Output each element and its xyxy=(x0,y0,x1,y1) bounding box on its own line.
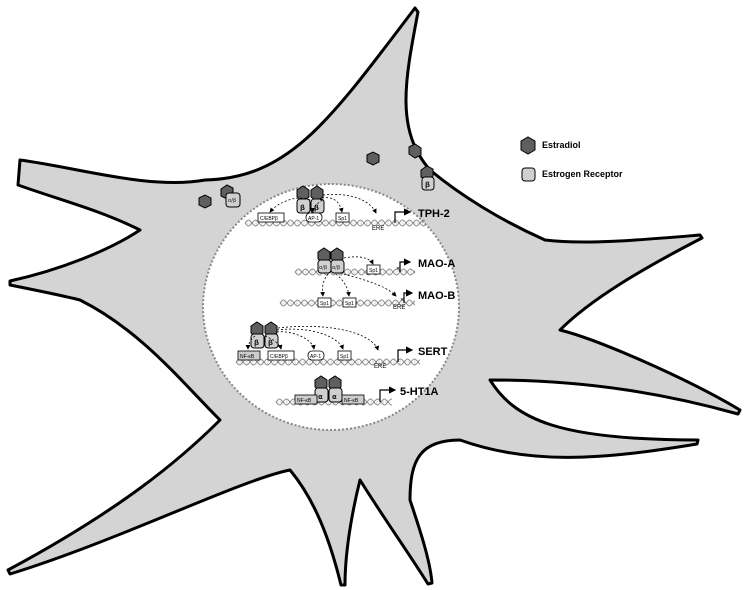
tf-box-5ht1a-1: NF-κB xyxy=(294,394,318,405)
receptor-complex-cytoplasm: α/β xyxy=(220,184,241,208)
tf-box-tph2-1: C/EBPβ xyxy=(257,212,285,223)
gene-rows: β β C/EBPβ AP-1 Sp1 ERE TPH-2 xyxy=(235,185,455,406)
estradiol-hexagon-1 xyxy=(198,194,212,209)
gene-label-maob: MAO-B xyxy=(418,290,455,302)
svg-text:Sp1: Sp1 xyxy=(345,301,354,307)
svg-text:Sp1: Sp1 xyxy=(340,354,349,360)
svg-text:α/β: α/β xyxy=(319,265,327,271)
legend-estradiol-icon xyxy=(520,136,536,155)
tf-box-maob-1: Sp1 xyxy=(317,297,332,308)
blocked-mark-maoa: ✕ xyxy=(396,266,400,272)
svg-text:C/EBPβ: C/EBPβ xyxy=(260,216,278,222)
transcription-arrow-5ht1a xyxy=(379,386,397,402)
receptor-label-beta-cyto: β xyxy=(425,181,430,189)
gene-row-5ht1a: α α NF-κB NF-κB 5-HT1A xyxy=(275,375,439,406)
tf-box-sert-1: NF-κB xyxy=(237,350,261,361)
svg-text:β: β xyxy=(268,339,273,347)
tf-box-5ht1a-2: NF-κB xyxy=(341,394,365,405)
blocked-mark-maob: ✕ xyxy=(400,297,404,303)
tf-box-tph2-3: Sp1 xyxy=(335,212,350,223)
gene-label-5ht1a: 5-HT1A xyxy=(400,386,439,398)
tf-box-maoa-1: Sp1 xyxy=(366,264,381,275)
svg-text:NF-κB: NF-κB xyxy=(344,398,359,404)
transcription-arrow-tph2 xyxy=(394,208,412,223)
transcription-arrow-sert xyxy=(397,346,414,362)
svg-text:AP-1: AP-1 xyxy=(310,354,321,360)
receptor-beta-cytoplasm: β xyxy=(420,165,435,191)
svg-text:Sp1: Sp1 xyxy=(369,268,378,274)
svg-text:α: α xyxy=(332,393,337,401)
gene-row-tph2: β β C/EBPβ AP-1 Sp1 ERE TPH-2 xyxy=(244,185,450,232)
gene-label-sert: SERT xyxy=(418,346,448,358)
svg-text:α/β: α/β xyxy=(332,265,340,271)
legend: Estradiol Estrogen Receptor xyxy=(520,136,623,182)
svg-text:β: β xyxy=(314,204,319,212)
gene-label-tph2: TPH-2 xyxy=(418,208,450,220)
receptor-dimer-5ht1a: α α xyxy=(314,375,343,403)
cytoplasm-molecules: α/β β xyxy=(198,143,435,209)
dna-helix xyxy=(294,268,416,276)
tf-box-sert-2: C/EBPβ xyxy=(267,350,295,361)
legend-receptor-icon xyxy=(521,167,536,182)
svg-text:C/EBPβ: C/EBPβ xyxy=(270,354,288,360)
gene-row-sert: β β NF-κB C/EBPβ AP-1 Sp1 ERE xyxy=(235,321,448,370)
ere-sert: ERE xyxy=(374,364,386,370)
estradiol-hexagon-3 xyxy=(408,143,422,159)
svg-text:Sp1: Sp1 xyxy=(338,216,347,222)
ere-tph2: ERE xyxy=(372,226,384,232)
svg-text:β: β xyxy=(300,204,305,212)
tf-box-sert-4: Sp1 xyxy=(337,350,352,361)
svg-text:AP-1: AP-1 xyxy=(308,216,319,222)
svg-text:β: β xyxy=(254,339,259,347)
ere-maob: ERE xyxy=(393,305,405,311)
receptor-label-cyto: α/β xyxy=(228,198,236,204)
legend-receptor-label: Estrogen Receptor xyxy=(542,169,623,179)
svg-text:NF-κB: NF-κB xyxy=(240,354,255,360)
blocked-arrow-maoa xyxy=(399,258,412,272)
gene-row-maoa: α/β α/β Sp1 ✕ MAO-A xyxy=(294,247,455,276)
svg-text:α: α xyxy=(318,393,323,401)
tf-box-maob-2: Sp1 xyxy=(342,297,357,308)
svg-text:Sp1: Sp1 xyxy=(320,301,329,307)
gene-label-maoa: MAO-A xyxy=(418,258,455,270)
estradiol-hexagon-2 xyxy=(366,151,380,166)
svg-text:NF-κB: NF-κB xyxy=(297,398,312,404)
gene-row-maob: Sp1 Sp1 ERE ✕ MAO-B xyxy=(279,272,455,311)
dna-helix xyxy=(235,358,421,366)
receptor-dimer-sert: β β xyxy=(250,321,279,349)
receptor-dimer-maoa: α/β α/β xyxy=(317,247,345,274)
legend-estradiol-label: Estradiol xyxy=(542,140,581,150)
blocked-arrow-maob xyxy=(403,289,414,303)
tf-box-sert-3: AP-1 xyxy=(307,350,325,361)
tf-box-tph2-2: AP-1 xyxy=(305,212,323,223)
